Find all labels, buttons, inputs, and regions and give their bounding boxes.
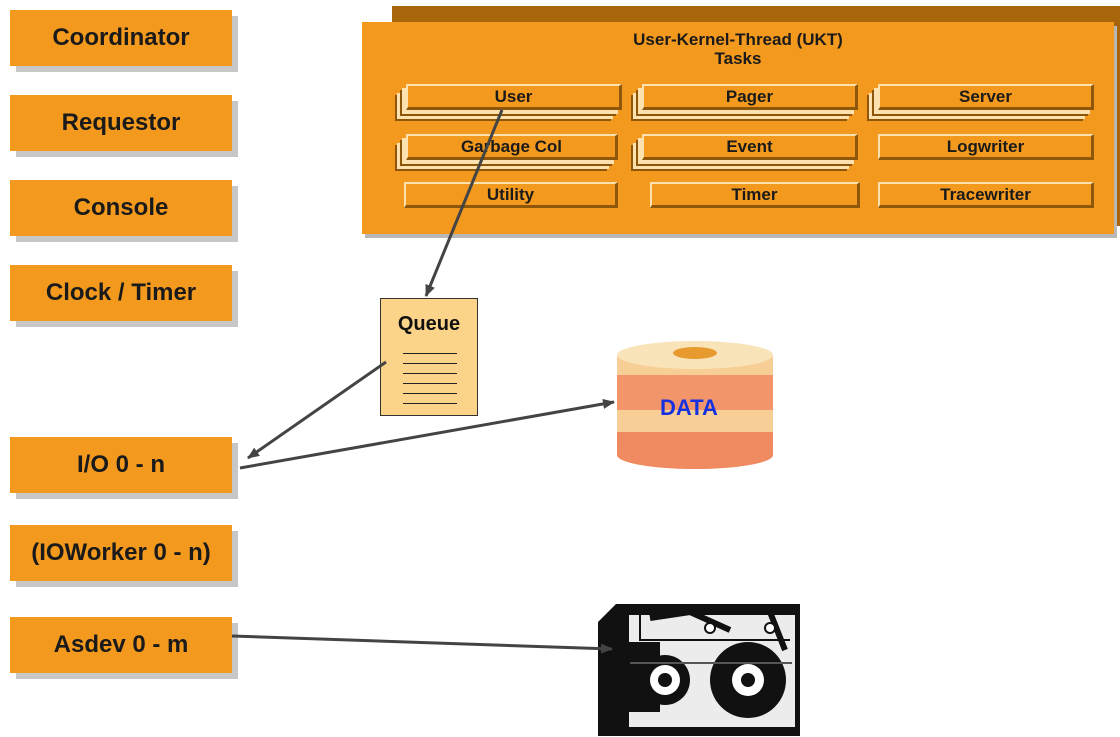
arrow-queue-to-io (247, 360, 387, 460)
task-server: Server (878, 84, 1094, 110)
task-utility-label: Utility (486, 184, 535, 204)
queue-line (403, 363, 457, 364)
data-label: DATA (660, 395, 718, 420)
ukt-title-line1: User-Kernel-Thread (UKT) (633, 30, 843, 49)
task-server-label: Server (959, 86, 1012, 106)
queue-line (403, 373, 457, 374)
ioworker-label: (IOWorker 0 - n) (31, 539, 211, 566)
task-user-label: User (494, 86, 533, 106)
queue-line (403, 393, 457, 394)
task-utility: Utility (404, 182, 618, 208)
task-pager-label: Pager (725, 86, 774, 106)
task-tracewriter-label: Tracewriter (940, 184, 1031, 204)
ukt-title: User-Kernel-Thread (UKT) Tasks (362, 30, 1114, 68)
task-event-label: Event (726, 136, 773, 156)
ioworker-box: (IOWorker 0 - n) (10, 525, 232, 581)
requestor-label: Requestor (61, 109, 181, 136)
queue-document: Queue (380, 298, 478, 416)
queue-line (403, 383, 457, 384)
queue-line (403, 403, 457, 404)
arrow-user-to-queue (424, 109, 504, 297)
clock-timer-box: Clock / Timer (10, 265, 232, 321)
io-label: I/O 0 - n (76, 451, 165, 478)
console-box: Console (10, 180, 232, 236)
clock-timer-label: Clock / Timer (45, 279, 197, 306)
tape-drive-icon (598, 604, 800, 736)
coordinator-box: Coordinator (10, 10, 232, 66)
task-tracewriter: Tracewriter (878, 182, 1094, 208)
task-logwriter: Logwriter (878, 134, 1094, 160)
coordinator-label: Coordinator (52, 24, 190, 51)
queue-line (403, 353, 457, 354)
queue-label: Queue (397, 313, 461, 335)
asdev-box: Asdev 0 - m (10, 617, 232, 673)
task-event: Event (642, 134, 858, 160)
io-box: I/O 0 - n (10, 437, 232, 493)
console-label: Console (73, 194, 169, 221)
task-user: User (406, 84, 622, 110)
data-disk-icon (617, 341, 773, 469)
task-timer-label: Timer (731, 184, 778, 204)
ukt-title-line2: Tasks (714, 49, 762, 68)
requestor-box: Requestor (10, 95, 232, 151)
task-logwriter-label: Logwriter (946, 136, 1025, 156)
arrow-io-to-data (239, 398, 615, 470)
task-timer: Timer (650, 182, 860, 208)
task-pager: Pager (642, 84, 858, 110)
arrow-asdev-to-tape (231, 634, 613, 654)
task-garbage-col: Garbage Col (406, 134, 618, 160)
ukt-panel: User-Kernel-Thread (UKT) Tasks User Page… (362, 22, 1114, 234)
asdev-label: Asdev 0 - m (53, 631, 189, 658)
